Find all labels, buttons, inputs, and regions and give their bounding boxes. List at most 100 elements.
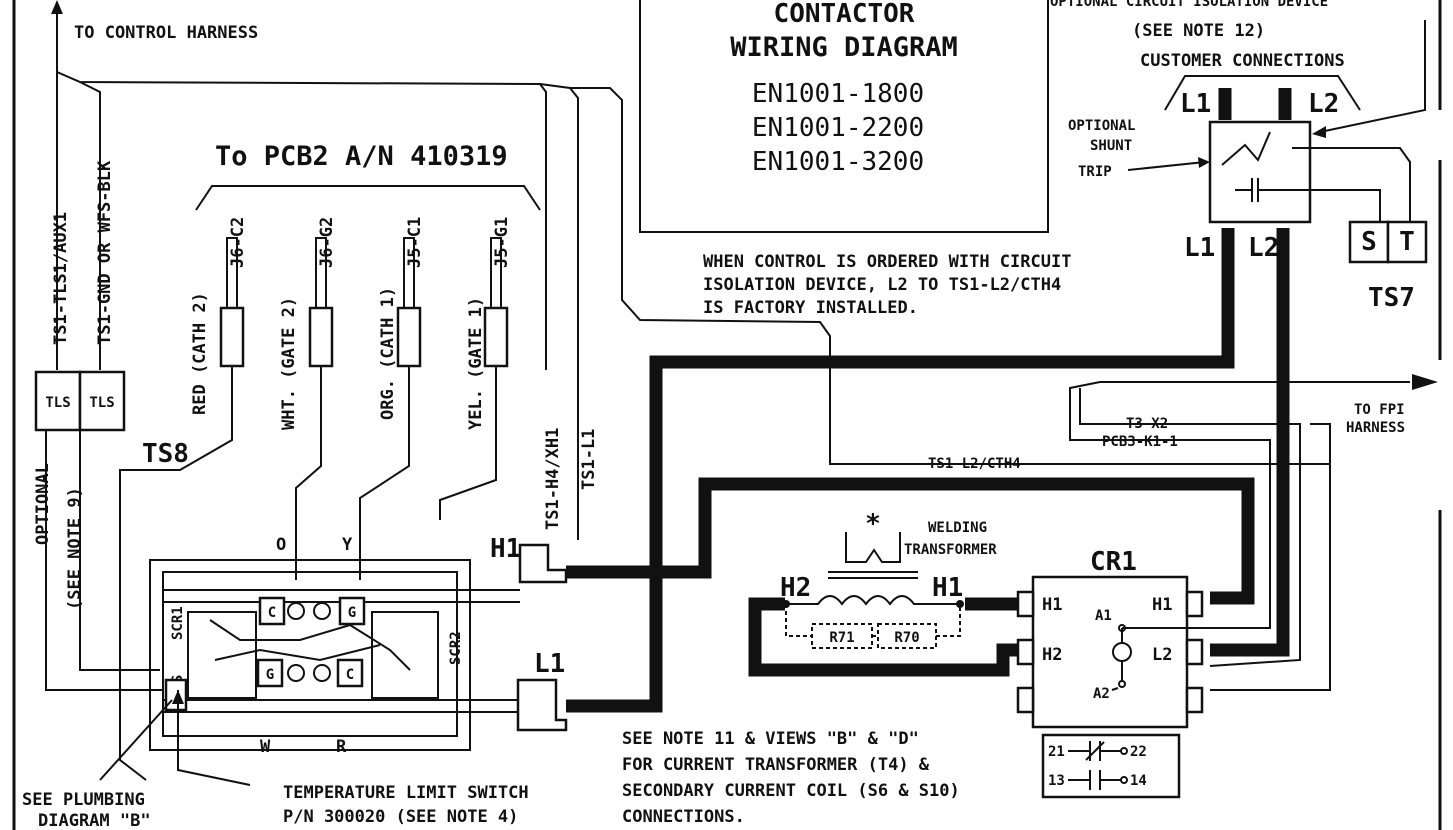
screw-2 xyxy=(313,602,331,620)
shunt-pointer xyxy=(1127,161,1206,171)
cr1-left-term-3 xyxy=(1016,686,1035,714)
no-node xyxy=(1120,776,1128,784)
c-top-label: C xyxy=(268,605,276,621)
transformer-h2-cable xyxy=(748,597,1018,677)
contact-13: 13 xyxy=(1048,773,1065,789)
scr1-label: SCR1 xyxy=(170,606,186,640)
plumbing-1: SEE PLUMBING xyxy=(22,790,145,810)
ts7-t-box xyxy=(1386,220,1428,264)
cr1-h1-left: H1 xyxy=(1042,595,1062,615)
model-2: EN1001-2200 xyxy=(752,113,924,143)
ts8-label: TS8 xyxy=(142,439,189,469)
nc-node xyxy=(1120,747,1128,755)
lead-2-plug xyxy=(308,306,334,368)
temp-switch-1: TEMPERATURE LIMIT SWITCH xyxy=(283,783,529,803)
shunt-s-wire xyxy=(1275,189,1381,222)
xfmr-h1-label: H1 xyxy=(932,573,963,603)
ct-note-4: CONNECTIONS. xyxy=(622,807,745,827)
ts1-gnd-label: TS1-GND OR WFS-BLK xyxy=(95,160,115,345)
scr-outer xyxy=(149,559,471,751)
isolation-device-symbol xyxy=(1221,131,1275,202)
scr-w-label: W xyxy=(260,737,271,757)
pcb2-header: To PCB2 A/N 410319 xyxy=(215,141,508,172)
fpi-arrow xyxy=(1412,374,1438,390)
cr1-h2-left: H2 xyxy=(1042,645,1062,665)
control-harness-arrow xyxy=(51,0,63,14)
scr-cross-wire-1 xyxy=(209,619,411,671)
cr1-h1-left-term xyxy=(1016,590,1035,618)
pcb2-brace xyxy=(195,185,541,211)
ts7-label: TS7 xyxy=(1368,283,1415,313)
scr-cross-wire-2 xyxy=(214,644,381,662)
aux-contacts-box xyxy=(1041,733,1181,799)
shunt-t-wire xyxy=(1292,147,1411,222)
temp-switch-2: P/N 300020 (SEE NOTE 4) xyxy=(283,807,518,827)
contact-14: 14 xyxy=(1130,773,1147,789)
cr1-body xyxy=(1031,575,1189,729)
r70-label: R70 xyxy=(894,630,919,646)
ts7-s: S xyxy=(1361,227,1377,257)
screw-3 xyxy=(287,664,305,682)
see-note9-label: (SEE NOTE 9) xyxy=(65,487,85,610)
g-terminal-top xyxy=(338,596,366,626)
cr1-coil-wires xyxy=(1111,627,1210,691)
pcb2-lead-2: J6-G2 WHT. (GATE 2) xyxy=(279,217,337,430)
pcb2-lead-4: J5-G1 YEL. (GATE 1) xyxy=(466,217,512,430)
wht-wire xyxy=(295,366,322,580)
ts1-tls1-label: TS1-TLS1/AUX1 xyxy=(51,212,71,345)
cr1-l2-right-term xyxy=(1185,638,1204,666)
resistor-branch xyxy=(785,604,961,637)
scr1-block xyxy=(187,611,257,699)
h1-node xyxy=(956,600,964,608)
lead-2-color: WHT. (GATE 2) xyxy=(279,297,299,430)
a2-node xyxy=(1118,680,1126,688)
ct-note-1: SEE NOTE 11 & VIEWS "B" & "D" xyxy=(622,729,919,749)
top-l1: L1 xyxy=(1180,89,1211,119)
title-line1: CONTACTOR xyxy=(774,0,915,29)
xfmr-h2-label: H2 xyxy=(780,573,811,603)
cr1-a1: A1 xyxy=(1095,608,1112,624)
harness-bundle-3 xyxy=(539,83,579,540)
scr2-label: SCR2 xyxy=(448,631,464,665)
lead-3-plug xyxy=(396,306,422,368)
scr-l1-label: L1 xyxy=(534,649,565,679)
lead-4-color: YEL. (GATE 1) xyxy=(466,297,486,430)
lower-l1: L1 xyxy=(1184,233,1215,263)
plumbing-2: DIAGRAM "B" xyxy=(38,811,151,830)
lead-4-plug xyxy=(483,306,509,368)
tls-box-2 xyxy=(78,370,126,432)
fpi-return-wire xyxy=(1210,423,1331,691)
org-wire xyxy=(359,366,410,580)
scr-y-label: Y xyxy=(342,535,353,555)
model-3: EN1001-3200 xyxy=(752,147,924,177)
pcb2-lead-1: J6-C2 RED (CATH 2) xyxy=(190,217,248,415)
scr-r-label: R xyxy=(336,737,347,757)
optional-device-pointer xyxy=(1319,20,1426,133)
ts7-t: T xyxy=(1399,227,1415,257)
ct-note-2: FOR CURRENT TRANSFORMER (T4) & xyxy=(622,755,930,775)
plumbing-pointer xyxy=(99,699,173,781)
nc-contact-symbol xyxy=(1068,741,1122,761)
cr1-l2-right: L2 xyxy=(1152,645,1172,665)
pcb2-lead-3: J5-C1 ORG. (CATH 1) xyxy=(378,217,425,420)
cr1-h1-right: H1 xyxy=(1152,595,1172,615)
title-line2: WIRING DIAGRAM xyxy=(730,32,958,63)
g-terminal-bottom xyxy=(256,658,284,688)
isolation-device-box xyxy=(1208,120,1312,224)
optional-device-arrow xyxy=(1312,126,1326,138)
optional-label: OPTIONAL xyxy=(33,463,53,545)
welding-transformer-symbol xyxy=(845,532,901,563)
transformer-label: TRANSFORMER xyxy=(904,542,997,558)
primary-winding xyxy=(786,595,960,606)
a1-node xyxy=(1118,624,1126,632)
ts1-h4-label: TS1-H4/XH1 xyxy=(543,428,563,530)
customer-l1-l2-stubs xyxy=(1218,88,1292,120)
lead-1-plug xyxy=(219,306,245,368)
iso-note-1: WHEN CONTROL IS ORDERED WITH CIRCUIT xyxy=(703,252,1071,272)
red-wire xyxy=(119,366,233,781)
contact-21: 21 xyxy=(1048,744,1065,760)
customer-brace xyxy=(1164,75,1361,111)
screw-1 xyxy=(287,602,305,620)
t3-x2-label: T3-X2 xyxy=(1126,416,1168,432)
yel-wire xyxy=(439,366,497,520)
